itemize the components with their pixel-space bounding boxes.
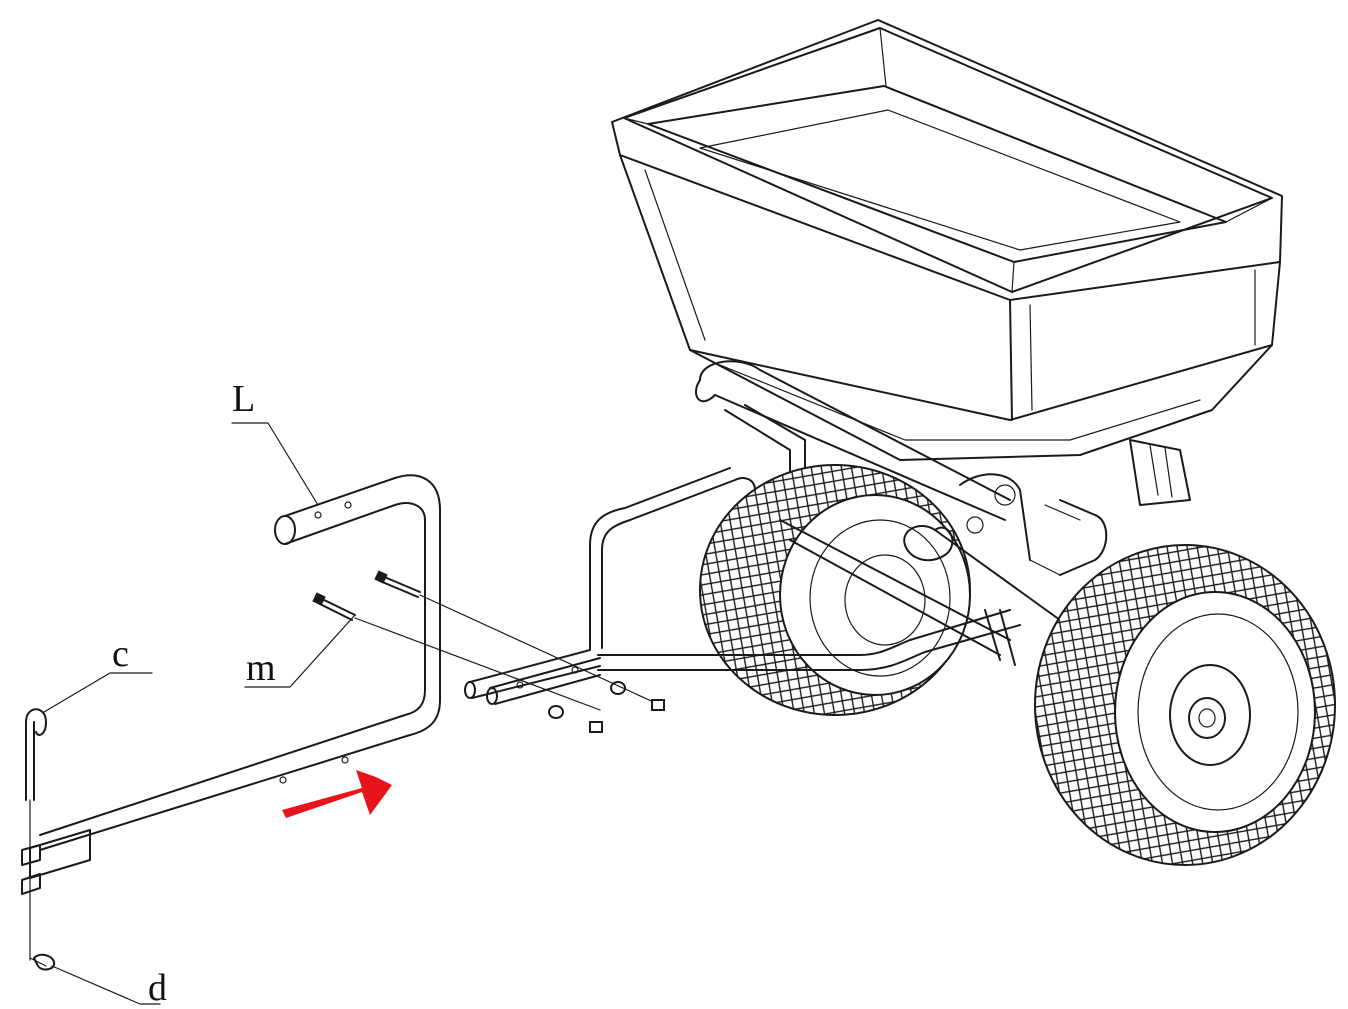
right-arrow-icon (282, 770, 392, 818)
rear-wheel (699, 464, 1011, 716)
hitch-pin-c (25, 708, 47, 961)
cotter-pin-d (29, 953, 56, 971)
label-L: L (232, 378, 255, 420)
tow-bar-L (21, 474, 441, 895)
bolts (312, 570, 661, 711)
label-L-callout: L (231, 378, 319, 506)
front-wheel (1034, 544, 1336, 866)
label-m-callout: m (244, 614, 356, 689)
label-c: c (112, 633, 129, 675)
axle (903, 525, 1061, 666)
label-m: m (246, 647, 276, 689)
hopper (611, 19, 1283, 461)
label-c-callout: c (43, 633, 153, 713)
label-d-callout: d (51, 965, 167, 1009)
nuts (548, 681, 665, 733)
tow-frame (464, 467, 1021, 705)
label-d: d (148, 967, 167, 1009)
spreader-frame (695, 360, 1191, 576)
